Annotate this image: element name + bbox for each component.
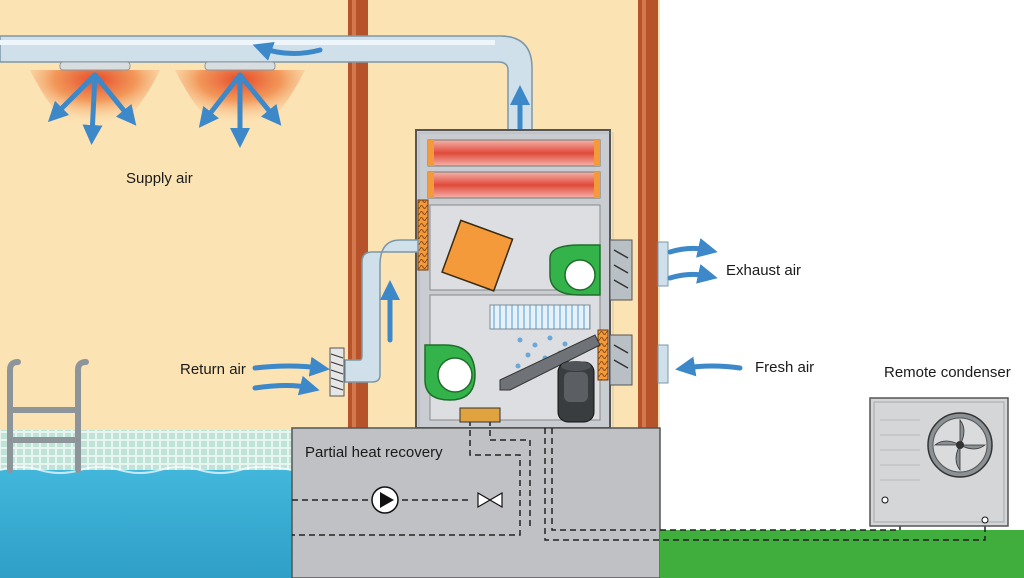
fresh-air-duct (657, 344, 669, 384)
pool-tiles (0, 430, 292, 472)
supply-fan (424, 344, 476, 401)
condensate-drops (515, 335, 568, 371)
return-air-arrow-2 (252, 375, 320, 396)
wall-pillar-right (638, 0, 658, 430)
plant-room (291, 427, 661, 578)
exhaust-damper (609, 239, 633, 301)
return-air-label: Return air (180, 361, 246, 378)
heater-coil-top (427, 139, 601, 167)
heater-coil-bottom (427, 171, 601, 199)
filter-right (597, 329, 609, 381)
compressor (557, 361, 595, 423)
heat-exchanger-plate (459, 407, 501, 423)
remote-condenser-label: Remote condenser (884, 364, 1011, 381)
fresh-air-arrow (675, 356, 743, 377)
supply-air-arrows (47, 41, 530, 148)
remote-condenser-unit (869, 397, 1009, 527)
exhaust-fan (549, 244, 601, 296)
fresh-air-damper (609, 334, 633, 386)
fresh-air-label: Fresh air (755, 359, 815, 376)
supply-air-label: Supply air (126, 170, 193, 187)
circulation-pump (371, 486, 399, 514)
pool-water (0, 470, 292, 578)
exhaust-arrow-2 (667, 264, 718, 284)
heat-exchanger (441, 219, 514, 292)
return-duct (344, 239, 419, 383)
exhaust-duct (657, 241, 669, 287)
control-valve (477, 491, 503, 509)
pool-ladder (7, 359, 89, 473)
exhaust-air-label: Exhaust air (726, 262, 802, 279)
grass (660, 530, 1024, 578)
filter-left (417, 199, 429, 271)
exhaust-arrow-1 (667, 238, 718, 258)
evaporator-coil (489, 304, 591, 330)
partial-heat-recovery-label: Partial heat recovery (305, 444, 443, 461)
return-air-arrow-1 (252, 356, 330, 377)
drain-tray (499, 334, 601, 391)
